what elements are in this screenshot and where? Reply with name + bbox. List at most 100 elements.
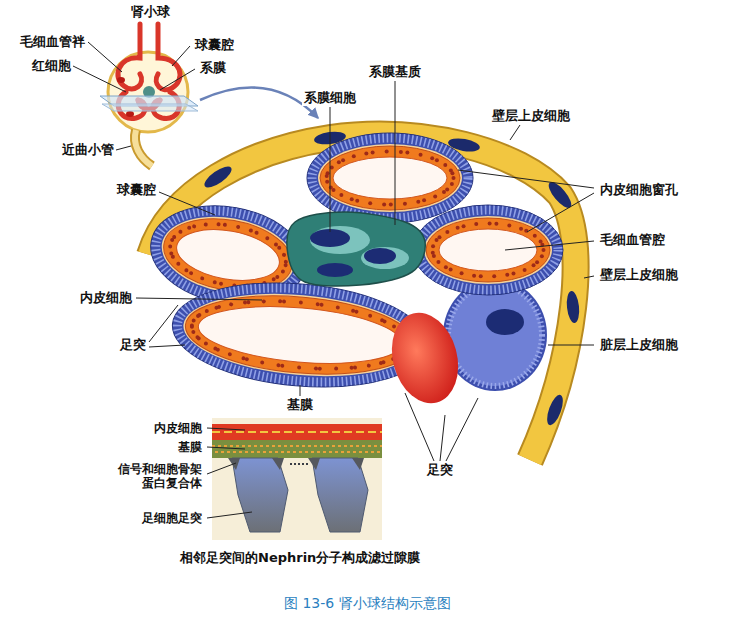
leader-line — [172, 46, 190, 66]
inset-endothelium-dash — [212, 431, 382, 433]
fenestra — [492, 274, 496, 278]
fenestra — [488, 222, 492, 226]
part-label: 毛细血管腔 — [598, 232, 667, 248]
fenestra — [435, 238, 439, 242]
parietal-nucleus — [544, 393, 566, 427]
fenestra — [336, 305, 340, 309]
fenestra — [341, 158, 345, 162]
fenestra — [282, 253, 287, 258]
mesangial-cell — [310, 226, 370, 254]
mesangial-nucleus — [364, 248, 396, 264]
fenestra — [379, 361, 383, 365]
leader-line — [548, 345, 594, 346]
fenestra — [533, 234, 537, 238]
fenestra — [385, 150, 389, 154]
part-label: 系膜细胞 — [302, 90, 358, 106]
fenestra — [403, 202, 407, 206]
leader-line — [405, 393, 434, 461]
mesangial-nucleus — [317, 263, 353, 277]
leader-line — [207, 463, 236, 474]
part-label: 红细胞 — [30, 58, 73, 74]
part-label: 信号和细胞骨架 蛋白复合体 — [100, 462, 204, 491]
fenestra — [519, 227, 523, 231]
part-label: 系膜基质 — [367, 64, 423, 80]
leader-line — [136, 298, 262, 300]
capsule-outline — [150, 135, 576, 460]
fenestra — [316, 302, 320, 306]
fenestra — [540, 254, 544, 258]
fenestra — [431, 244, 435, 248]
part-label: 足突 — [118, 337, 148, 353]
capillary-loop — [168, 273, 432, 397]
fenestra — [241, 356, 245, 360]
capillary-lumen — [196, 299, 404, 371]
podocyte-body — [448, 284, 542, 386]
leader-line — [440, 415, 445, 461]
fenestra — [505, 273, 509, 277]
fenestra — [197, 313, 201, 317]
fenestra — [474, 222, 478, 226]
leader-line — [159, 192, 215, 215]
fenestra — [278, 299, 282, 303]
fenestra — [354, 310, 358, 314]
fenestra — [435, 158, 439, 162]
fenestra — [191, 330, 195, 334]
inset-protein-complex — [272, 458, 284, 470]
fenestra — [189, 271, 194, 276]
fenestra — [325, 180, 329, 184]
fenestra — [445, 188, 449, 192]
fenestra — [212, 280, 217, 285]
fenestra — [200, 276, 205, 281]
leader-line — [207, 447, 245, 449]
slit-diaphragm — [290, 463, 310, 465]
capillary-lumen — [333, 157, 447, 199]
part-label: 足细胞足突 — [140, 511, 204, 525]
fenestra — [371, 151, 375, 155]
part-label: 球囊腔 — [115, 182, 158, 198]
fenestra — [318, 366, 322, 370]
fenestra — [216, 222, 221, 227]
fenestra — [228, 352, 232, 356]
inset-protein-complex — [308, 458, 320, 470]
fenestra — [450, 182, 454, 186]
leader-line — [88, 42, 122, 72]
fenestra — [192, 318, 196, 322]
fenestra — [169, 251, 174, 256]
fenestra — [450, 171, 454, 175]
fenestra — [229, 302, 233, 306]
leader-line — [300, 385, 301, 396]
fenestra — [168, 244, 173, 249]
part-label: 内皮细胞窗孔 — [598, 182, 680, 198]
fenestra — [405, 151, 409, 155]
inset-endothelium — [212, 424, 382, 440]
part-label: 脏层上皮细胞 — [598, 337, 680, 353]
fenestra — [442, 190, 446, 194]
fenestra — [203, 222, 208, 227]
fenestra — [511, 272, 515, 276]
fenestra — [433, 195, 437, 199]
fenestra — [399, 150, 403, 154]
fenestra — [236, 225, 241, 230]
part-label: 肾小球 — [129, 4, 172, 20]
parietal-nucleus — [201, 163, 234, 191]
fenestra — [392, 324, 396, 328]
fenestra — [445, 230, 449, 234]
fenestra — [284, 260, 289, 265]
fenestra — [389, 202, 393, 206]
foot-process-layer — [168, 273, 432, 397]
leader-line — [149, 345, 185, 347]
fenestra — [352, 154, 356, 158]
red-blood-cell — [382, 305, 468, 410]
fenestra — [368, 314, 372, 318]
fenestra — [452, 176, 456, 180]
basement-membrane — [424, 216, 552, 284]
rbc-small — [126, 111, 134, 117]
mesangial-matrix — [287, 212, 425, 286]
endothelium — [320, 146, 460, 210]
fenestra — [419, 153, 423, 157]
fenestra — [444, 265, 448, 269]
fenestra — [246, 300, 250, 304]
fenestra — [542, 248, 546, 252]
foot-process-stripes — [173, 278, 426, 391]
fenestra — [254, 230, 259, 235]
